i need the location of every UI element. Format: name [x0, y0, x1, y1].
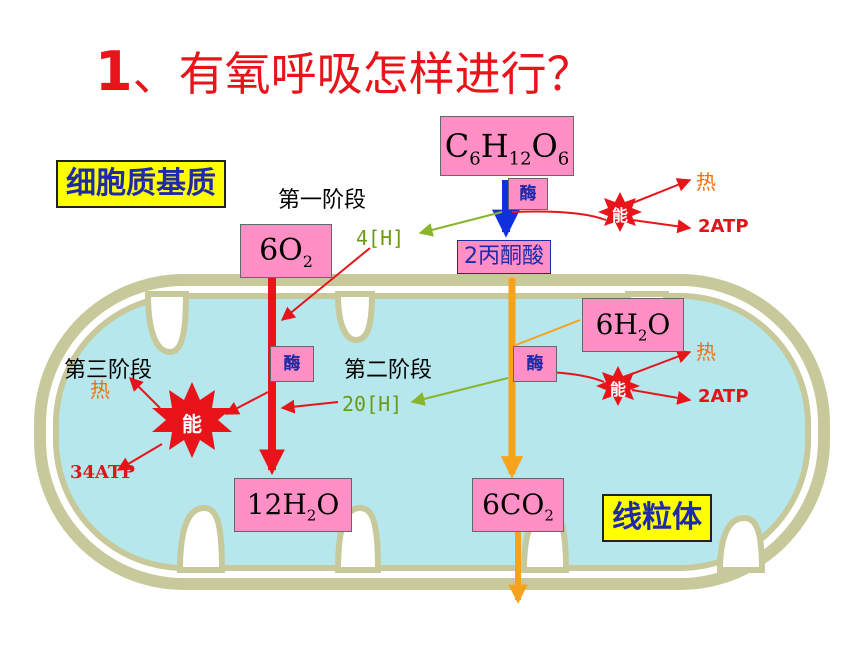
atp-label-stage2: 2ATP	[698, 386, 749, 407]
mitochondria-label: 线粒体	[602, 494, 712, 542]
energy-label-stage3: 能	[182, 412, 202, 436]
pyruvate-box: 2丙酮酸	[457, 240, 551, 274]
enzyme-stage1: 酶	[508, 178, 548, 210]
atp-label-stage1: 2ATP	[698, 216, 749, 237]
glucose-box: C6H12O6	[440, 116, 574, 176]
heat-label-stage2: 热	[696, 340, 716, 364]
co2-box: 6CO2	[472, 478, 564, 532]
page-title: 1、有氧呼吸怎样进行？	[95, 40, 593, 103]
h20-label: 20[H]	[342, 392, 403, 416]
h20-release-arrow	[410, 377, 509, 406]
heat-label-stage3: 热	[90, 378, 110, 402]
stage-third-label: 第三阶段	[64, 358, 153, 383]
heat-label-stage1: 热	[696, 170, 716, 194]
stage1-energy-arrow	[511, 210, 607, 221]
stage3-energy-arrow	[224, 391, 269, 415]
stage1-atp-arrow	[631, 219, 692, 234]
oxygen-box: 6O2	[240, 224, 332, 278]
stage3-atp-arrow	[116, 443, 163, 471]
water-in-box: 6H2O	[582, 298, 684, 352]
stage2-atp-arrow	[631, 389, 692, 405]
enzyme-stage2: 酶	[513, 346, 557, 382]
stage-first-label: 第一阶段	[278, 188, 367, 213]
stage2-heat-arrow	[631, 349, 692, 375]
atp-label-stage3: 34ATP	[70, 462, 135, 483]
energy-label-stage2: 能	[609, 380, 626, 399]
enzyme-stage3: 酶	[270, 346, 314, 382]
stage-second-label: 第二阶段	[344, 358, 433, 383]
h4-to-stage3-arrow	[280, 247, 371, 321]
energy-burst-stage1	[598, 192, 642, 232]
energy-label-stage1: 能	[611, 206, 628, 225]
h20-to-stage3-arrow	[280, 399, 339, 414]
stage1-heat-arrow	[629, 178, 692, 205]
energy-burst-stage3	[152, 382, 232, 458]
cytoplasm-label: 细胞质基质	[56, 160, 226, 208]
stage3-heat-arrow	[129, 377, 161, 409]
water-in-arrow	[515, 319, 581, 346]
h4-release-arrow	[418, 211, 503, 237]
water-out-box: 12H2O	[234, 478, 352, 532]
h4-label: 4[H]	[356, 226, 405, 250]
energy-burst-stage2	[596, 366, 640, 406]
